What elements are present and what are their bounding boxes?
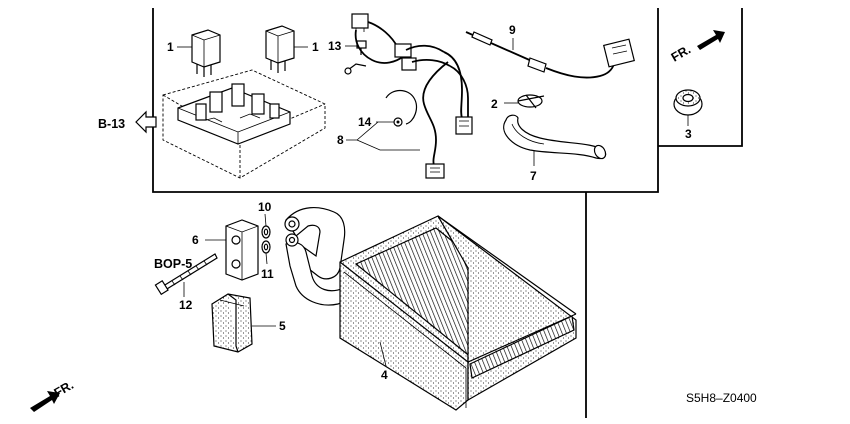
callout-12: 12 [179,298,193,312]
callout-5: 5 [279,319,286,333]
front-arrow-bottom-icon [30,391,60,412]
evaporator-core-4 [284,207,577,411]
o-ring-11 [261,240,271,254]
ref-b13: B-13 [98,117,125,131]
callout-8: 8 [337,133,344,147]
callout-11: 11 [261,267,274,281]
thermistor-9 [465,31,636,79]
b13-arrow-icon [135,110,157,134]
callout-6: 6 [192,233,199,247]
callout-1-left: 1 [167,40,174,54]
callout-14: 14 [358,115,372,129]
relay-right [265,25,295,73]
expansion-valve-6 [225,219,259,281]
ref-bop5: BOP-5 [154,257,192,271]
clip-2 [517,94,545,109]
bolt-12 [154,253,218,296]
callout-4: 4 [381,368,388,382]
fr-label-top: FR. [669,42,693,64]
callout-3: 3 [685,127,692,141]
relay-left [191,29,221,77]
callout-10: 10 [258,200,272,214]
frame-lines [152,8,743,418]
leader-4 [379,341,387,367]
relay-box-contents [177,83,291,145]
grommet-3 [673,89,703,116]
harness-clip-14 [385,89,418,127]
drawing-code: S5H8–Z0400 [686,391,757,405]
callout-2: 2 [491,97,498,111]
leader-10 [264,213,267,227]
o-ring-10 [261,225,271,239]
wire-harness-8 [344,13,473,179]
callout-9: 9 [509,23,516,37]
callout-1-right: 1 [312,40,319,54]
callout-13: 13 [328,39,342,53]
leader-11 [265,252,268,265]
evaporator-seal-5 [211,293,253,353]
callout-7: 7 [530,169,537,183]
drain-hose-7 [503,114,607,160]
leader-8 [346,121,420,151]
front-arrow-top-icon [697,30,725,50]
